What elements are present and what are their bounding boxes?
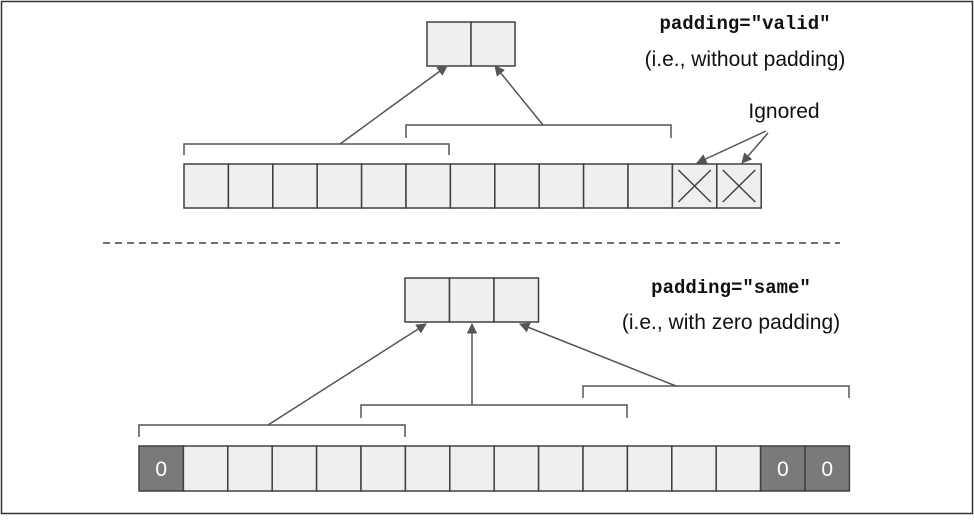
- zero-pad-label: 0: [777, 458, 789, 481]
- same-output-cells: [404, 277, 540, 323]
- valid-input-cell: [538, 163, 585, 209]
- same-input-cell: [404, 445, 451, 492]
- valid-input-cell: [627, 163, 674, 209]
- same-section: padding="same" (i.e., with zero padding)…: [138, 277, 851, 492]
- same-input-cell: [626, 445, 673, 492]
- same-arrow-left: [267, 323, 427, 426]
- same-arrow-right: [519, 322, 677, 387]
- ignored-label: Ignored: [748, 100, 819, 123]
- valid-bracket-left: [183, 143, 450, 155]
- valid-input-cell: [360, 163, 407, 209]
- valid-input-cell: [405, 163, 452, 209]
- valid-bracket-right: [405, 124, 672, 138]
- same-input-cell: [537, 445, 584, 492]
- same-input-cells: 0 0 0: [138, 445, 851, 492]
- same-bracket-1: [138, 424, 406, 437]
- ignored-x-mark: [677, 169, 712, 203]
- valid-arrow-right: [494, 65, 544, 126]
- same-input-cell: [182, 445, 229, 492]
- same-input-cell: [227, 445, 273, 492]
- valid-ignored-cells: [671, 163, 762, 209]
- same-input-cell: [671, 445, 717, 492]
- ignored-arrow-1: [696, 130, 767, 164]
- valid-input-cell: [582, 163, 629, 209]
- same-input-cell: [360, 445, 407, 492]
- valid-arrow-left: [339, 65, 448, 145]
- valid-output-cell: [470, 21, 516, 67]
- same-code-label: padding="same": [651, 277, 811, 299]
- valid-input-cell: [494, 163, 540, 209]
- same-input-cell: [271, 445, 318, 492]
- same-bracket-3: [582, 385, 850, 398]
- zero-pad-label: 0: [821, 458, 833, 481]
- same-bracket-2: [360, 404, 628, 418]
- valid-input-cell: [449, 163, 496, 209]
- zero-pad-label: 0: [155, 458, 167, 481]
- valid-input-cell: [272, 163, 318, 209]
- valid-subtitle: (i.e., without padding): [645, 48, 846, 71]
- same-input-cell: [315, 445, 362, 492]
- same-output-cell: [493, 277, 540, 323]
- valid-code-label: padding="valid": [659, 13, 830, 35]
- valid-input-cells: [183, 163, 674, 209]
- same-input-cell: [715, 445, 762, 492]
- valid-section: padding="valid" (i.e., without padding) …: [183, 13, 846, 209]
- same-input-cell: [582, 445, 629, 492]
- valid-output-cells: [426, 21, 516, 67]
- ignored-arrow-2: [741, 132, 769, 164]
- same-output-cell: [448, 277, 495, 323]
- same-input-cell: [449, 445, 495, 492]
- valid-output-cell: [426, 21, 472, 67]
- ignored-x-mark: [722, 169, 756, 203]
- zero-pad-cell: [804, 445, 851, 492]
- valid-input-cell: [316, 163, 363, 209]
- valid-input-cell: [227, 163, 274, 209]
- valid-input-cell: [183, 163, 230, 209]
- same-input-cell: [493, 445, 540, 492]
- same-subtitle: (i.e., with zero padding): [622, 311, 840, 334]
- same-output-cell: [404, 277, 451, 323]
